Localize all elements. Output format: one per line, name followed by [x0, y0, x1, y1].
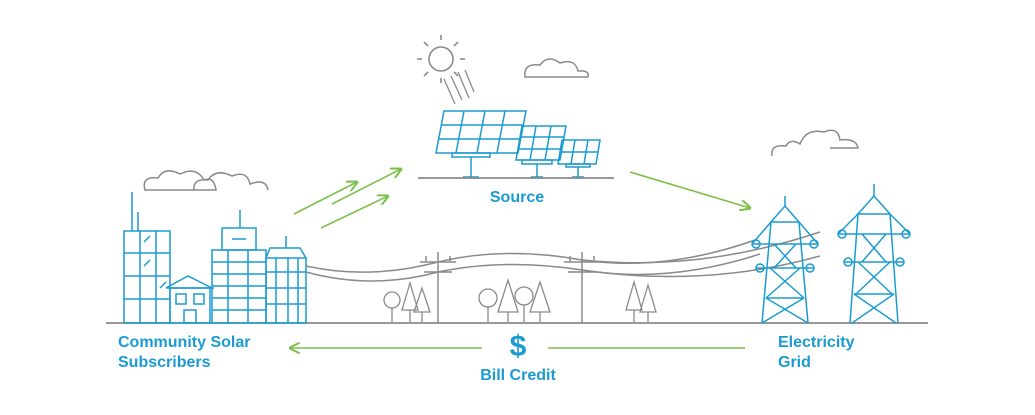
sunlight-rays — [443, 69, 475, 105]
electricity-grid-label: Electricity Grid — [778, 333, 898, 373]
transmission-tower-icon — [751, 184, 911, 324]
building-icon — [123, 192, 307, 324]
solar-panel-icon — [435, 110, 601, 178]
power-lines — [305, 231, 821, 282]
grid-label-line1: Electricity — [778, 334, 855, 351]
community-label-line2: Subscribers — [118, 354, 211, 371]
source-label: Source — [489, 189, 545, 206]
community-label-line1: Community Solar — [118, 334, 251, 351]
sun-icon — [417, 35, 465, 83]
utility-pole-icon — [420, 252, 600, 323]
arrow-icon — [290, 169, 750, 348]
tree-icon — [383, 277, 657, 322]
bill-credit-label: Bill Credit — [480, 367, 556, 384]
cloud-icon — [143, 58, 859, 191]
house-icon — [165, 275, 214, 324]
community-solar-subscribers-label: Community Solar Subscribers — [118, 333, 298, 373]
dollar-icon: $ — [509, 330, 527, 363]
grid-label-line2: Grid — [778, 354, 811, 371]
